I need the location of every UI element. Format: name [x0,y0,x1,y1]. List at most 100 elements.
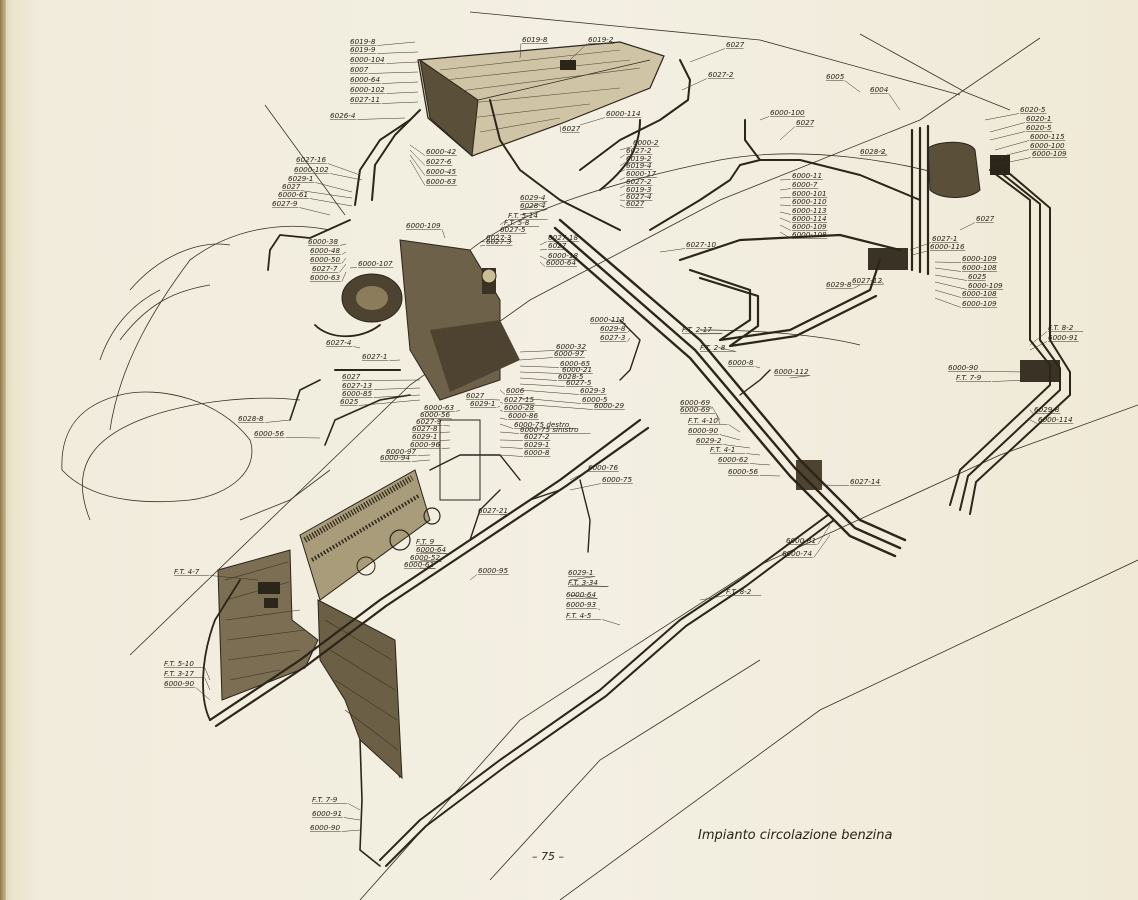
callout-leader-line [569,471,619,481]
part-callout-label: 6000-90 [310,823,340,832]
callout-leader-line [956,379,1031,382]
callout-leader-line [350,61,419,64]
part-callout-label: 6000-17 [626,169,656,178]
callout-leader-line [499,401,535,404]
callout-leader-line [600,337,631,342]
callout-leader-line [782,534,831,558]
callout-leader-line [779,126,814,141]
callout-leader-line [680,413,721,425]
callout-leader-line [350,41,416,46]
callout-leader-line [519,209,548,216]
part-callout-label: 6027 [726,40,745,49]
part-callout-label: 6027-3 [486,237,512,246]
part-callout-label: 6000-63 [424,403,454,412]
callout-leader-line [718,463,771,466]
callout-leader-line [852,279,884,285]
part-callout-label: F.T. 3-17 [164,669,194,678]
callout-leader-line [499,446,551,449]
callout-leader-line [424,409,461,412]
part-callout-label: 6000-75 [602,475,632,484]
callout-leader-line [416,544,444,546]
part-callout-label: 6000-7 [792,180,818,189]
part-callout-label: 6027-5 [566,378,592,387]
part-callout-label: 6029-1 [288,174,313,183]
part-callout-label: 6000-108 [962,263,997,272]
callout-leader-line [494,233,527,237]
callout-leader-line [819,484,881,486]
callout-leader-line [934,289,998,298]
callout-leader-line [569,43,615,61]
part-callout-label: 6027-9 [416,417,442,426]
part-callout-label: 6000-61 [404,560,434,569]
callout-leader-line [779,179,823,181]
part-callout-label: 6027 [548,241,567,250]
callout-leader-line [619,199,653,201]
part-callout-label: F.T. 2-8 [700,343,726,352]
callout-leader-line [539,249,566,251]
callout-leader-line [948,371,1031,373]
part-callout-label: 6000-109 [968,281,1003,290]
callout-leader-line [619,177,657,181]
part-callout-label: 6027-7 [312,264,338,273]
callout-leader-line [619,169,653,173]
callout-leader-line [710,453,761,456]
callout-leader-line [700,347,737,352]
part-callout-label: 6000-52 [410,553,440,562]
part-callout-label: 6000-116 [930,242,965,251]
callout-leader-line [699,595,762,601]
part-callout-label: 6000-114 [1038,415,1073,424]
callout-leader-line [326,346,361,349]
part-callout-label: 6000-113 [590,315,625,324]
part-callout-label: 6029-1 [524,440,549,449]
callout-leader-line [416,551,448,554]
part-callout-label: 6027-16 [296,155,326,164]
callout-leader-line [294,173,363,181]
callout-leader-line [870,93,901,111]
part-callout-label: 6029-4 [520,193,546,202]
part-callout-label: 6000-90 [164,679,194,688]
callout-leader-line [350,91,419,94]
part-callout-label: 6000-100 [1030,141,1065,150]
part-callout-label: 6029-2 [696,436,722,445]
callout-leader-line [786,524,831,545]
part-callout-label: 6000-91 [1048,333,1078,342]
callout-leader-line [688,434,741,441]
callout-leader-line [682,333,723,335]
callout-leader-line [566,619,621,626]
callout-leader-line [619,193,653,197]
callout-leader-line [469,574,509,581]
callout-leader-line [519,389,607,395]
callout-leader-line [519,371,593,374]
callout-leader-line [362,359,401,361]
part-callout-label: 6000-114 [606,109,641,118]
callout-leader-line [499,439,551,441]
callout-leader-line [989,131,1053,141]
callout-leader-line [774,375,811,379]
page-binding-edge [0,0,6,900]
part-callout-label: 6027-3 [600,333,626,342]
part-callout-label: 6000-115 [1030,132,1065,141]
callout-leader-line [410,559,442,562]
part-callout-label: 6025 [340,397,359,406]
part-callout-label: 6000-104 [350,55,385,64]
part-callout-label: 6029-1 [568,568,593,577]
part-callout-label: 6000-65 [560,359,590,368]
callout-leader-line [934,297,998,308]
part-callout-label: F.T. 4-7 [174,567,200,576]
part-callout-label: F.T. 4-5 [566,611,592,620]
part-callout-label: 6027-10 [686,240,716,249]
callout-leader-line [330,117,406,120]
part-callout-label: 6000-48 [310,246,340,255]
part-callout-label: 6000-109 [406,221,441,230]
callout-leader-line [600,329,631,333]
part-callout-label: 6029-3 [580,386,606,395]
callout-leader-line [349,267,394,269]
part-callout-label: 6027-4 [626,192,652,201]
part-callout-label: 6000-32 [556,342,586,351]
part-callout-label: 6000-28 [504,403,534,412]
callout-leader-line [959,222,994,231]
callout-leader-line [519,350,587,353]
callout-leader-line [566,608,601,611]
part-callout-label: 6019-8 [522,35,548,44]
part-callout-label: 6027-4 [326,338,352,347]
